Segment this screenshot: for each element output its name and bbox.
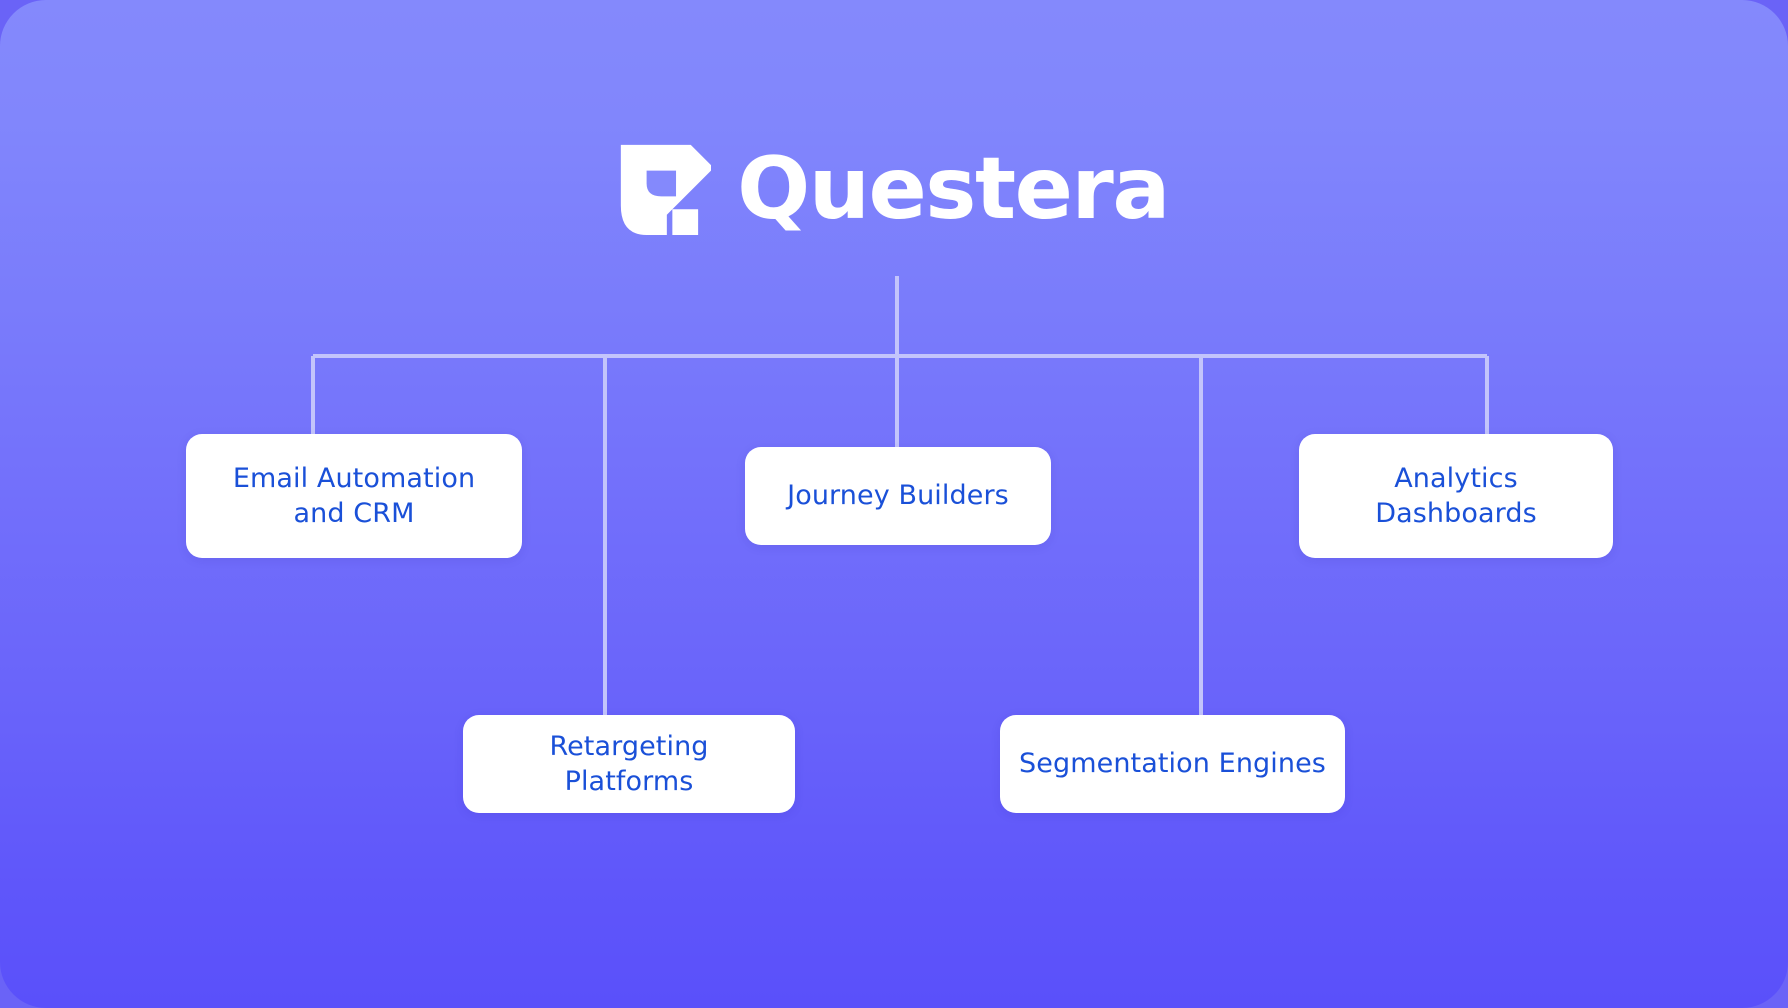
node-analytics-dashboards[interactable]: Analytics Dashboards: [1299, 434, 1613, 558]
node-journey-builders[interactable]: Journey Builders: [745, 447, 1051, 545]
questera-shield-mark-icon: [620, 144, 712, 235]
node-segmentation-engines[interactable]: Segmentation Engines: [1000, 715, 1345, 813]
node-label: Segmentation Engines: [1019, 748, 1326, 780]
node-email-automation-and-crm[interactable]: Email Automation and CRM: [186, 434, 522, 558]
node-label: Retargeting Platforms: [549, 730, 709, 797]
brand-wordmark: Questera: [737, 139, 1170, 239]
node-label: Analytics Dashboards: [1375, 462, 1537, 529]
node-label: Journey Builders: [787, 480, 1009, 512]
node-retargeting-platforms[interactable]: Retargeting Platforms: [463, 715, 795, 813]
brand-logo: Questera: [0, 143, 1788, 235]
node-label: Email Automation and CRM: [232, 462, 476, 529]
